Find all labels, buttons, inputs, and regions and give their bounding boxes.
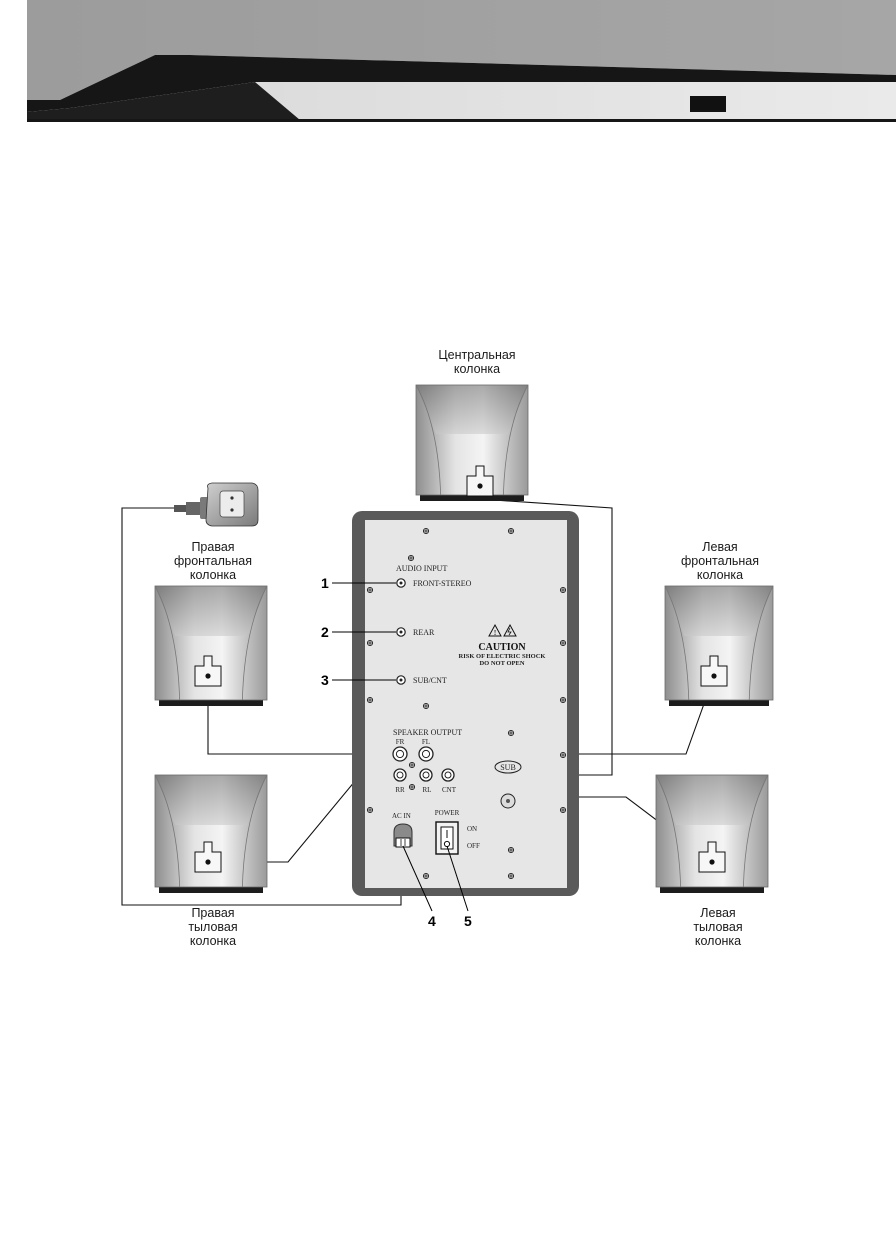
speakers <box>154 384 774 893</box>
rear-input-label: REAR <box>413 628 435 637</box>
rear-left-speaker <box>655 774 769 893</box>
screw-17 <box>407 554 415 562</box>
fl-label: FL <box>422 738 430 746</box>
callouts: 1 2 3 4 5 <box>321 575 472 929</box>
front-left-speaker-label-line1: Левая <box>702 540 737 554</box>
center-speaker-label-line2: колонка <box>454 362 500 376</box>
fr-output-jack[interactable] <box>392 746 408 762</box>
subwoofer-rear-panel: AUDIO INPUT FRONT-STEREO REAR SUB/CNT ! … <box>352 511 579 896</box>
rear-left-speaker-label-line2: тыловая <box>693 920 742 934</box>
fr-label: FR <box>396 738 405 746</box>
screw-5 <box>366 639 374 647</box>
caution-title: CAUTION <box>478 642 526 653</box>
callout-4-number: 4 <box>428 913 436 929</box>
warning-icon: ! <box>488 623 517 637</box>
power-off-label: OFF <box>467 842 480 850</box>
ac-in-label: AC IN <box>392 812 411 820</box>
caution-line1: RISK OF ELECTRIC SHOCK <box>459 653 546 660</box>
rear-right-speaker-terminal[interactable] <box>205 859 211 865</box>
rl-label: RL <box>423 786 432 794</box>
front-right-speaker <box>154 585 268 706</box>
screw-13 <box>559 806 567 814</box>
power-plug <box>174 482 259 527</box>
sub-badge <box>494 760 522 774</box>
callout-5-number: 5 <box>464 913 472 929</box>
speaker-output-label: SPEAKER OUTPUT <box>393 728 462 737</box>
screw-8 <box>559 696 567 704</box>
screw-4 <box>559 586 567 594</box>
screw-15 <box>422 872 430 880</box>
center-speaker <box>415 384 529 501</box>
front-stereo-label: FRONT-STEREO <box>413 579 472 588</box>
screw-6 <box>559 639 567 647</box>
fl-output-jack[interactable] <box>418 746 434 762</box>
screw-9 <box>422 702 430 710</box>
front-left-speaker-label-line2: фронтальная <box>681 554 759 568</box>
front-right-speaker-terminal[interactable] <box>205 673 211 679</box>
screw-14 <box>507 846 515 854</box>
screw-16 <box>507 872 515 880</box>
rear-left-speaker-terminal[interactable] <box>709 859 715 865</box>
rear-left-speaker-label-line1: Левая <box>700 906 735 920</box>
cnt-label: CNT <box>442 786 457 794</box>
cnt-output-jack[interactable] <box>441 768 455 782</box>
screw-2 <box>507 527 515 535</box>
power-switch[interactable] <box>435 821 459 855</box>
page-marker-block <box>690 96 726 112</box>
callout-3-number: 3 <box>321 672 329 688</box>
screw-1 <box>422 527 430 535</box>
screw-10 <box>507 729 515 737</box>
caution-line2: DO NOT OPEN <box>479 660 524 667</box>
screw-18 <box>408 761 416 769</box>
rear-right-speaker-label-line1: Правая <box>191 906 234 920</box>
rear-right-speaker-label-line3: колонка <box>190 934 236 948</box>
svg-text:!: ! <box>494 629 496 637</box>
front-right-speaker-label-line1: Правая <box>191 540 234 554</box>
screw-12 <box>366 806 374 814</box>
center-speaker-terminal[interactable] <box>477 483 483 489</box>
rear-right-speaker-label-line2: тыловая <box>188 920 237 934</box>
page-header <box>27 0 896 122</box>
rl-output-jack[interactable] <box>419 768 433 782</box>
callout-1-number: 1 <box>321 575 329 591</box>
center-speaker-label-line1: Центральная <box>438 348 515 362</box>
callout-2-number: 2 <box>321 624 329 640</box>
sub-badge-text: SUB <box>500 763 516 772</box>
front-left-speaker-terminal[interactable] <box>711 673 717 679</box>
power-label: POWER <box>435 809 460 817</box>
screw-3 <box>366 586 374 594</box>
speaker-captions: Центральная колонка Правая фронтальная к… <box>174 348 759 948</box>
rr-label: RR <box>395 786 405 794</box>
screw-7 <box>366 696 374 704</box>
front-right-speaker-label-line2: фронтальная <box>174 554 252 568</box>
sub-cnt-input-label: SUB/CNT <box>413 676 447 685</box>
rear-right-speaker <box>154 774 268 893</box>
front-left-speaker <box>664 585 774 706</box>
ac-in-socket[interactable] <box>393 823 413 848</box>
rear-left-speaker-label-line3: колонка <box>695 934 741 948</box>
front-right-speaker-label-line3: колонка <box>190 568 236 582</box>
front-left-speaker-label-line3: колонка <box>697 568 743 582</box>
screw-19 <box>408 783 416 791</box>
screw-11 <box>559 751 567 759</box>
audio-input-label: AUDIO INPUT <box>396 564 447 573</box>
rr-output-jack[interactable] <box>393 768 407 782</box>
power-on-label: ON <box>467 825 477 833</box>
